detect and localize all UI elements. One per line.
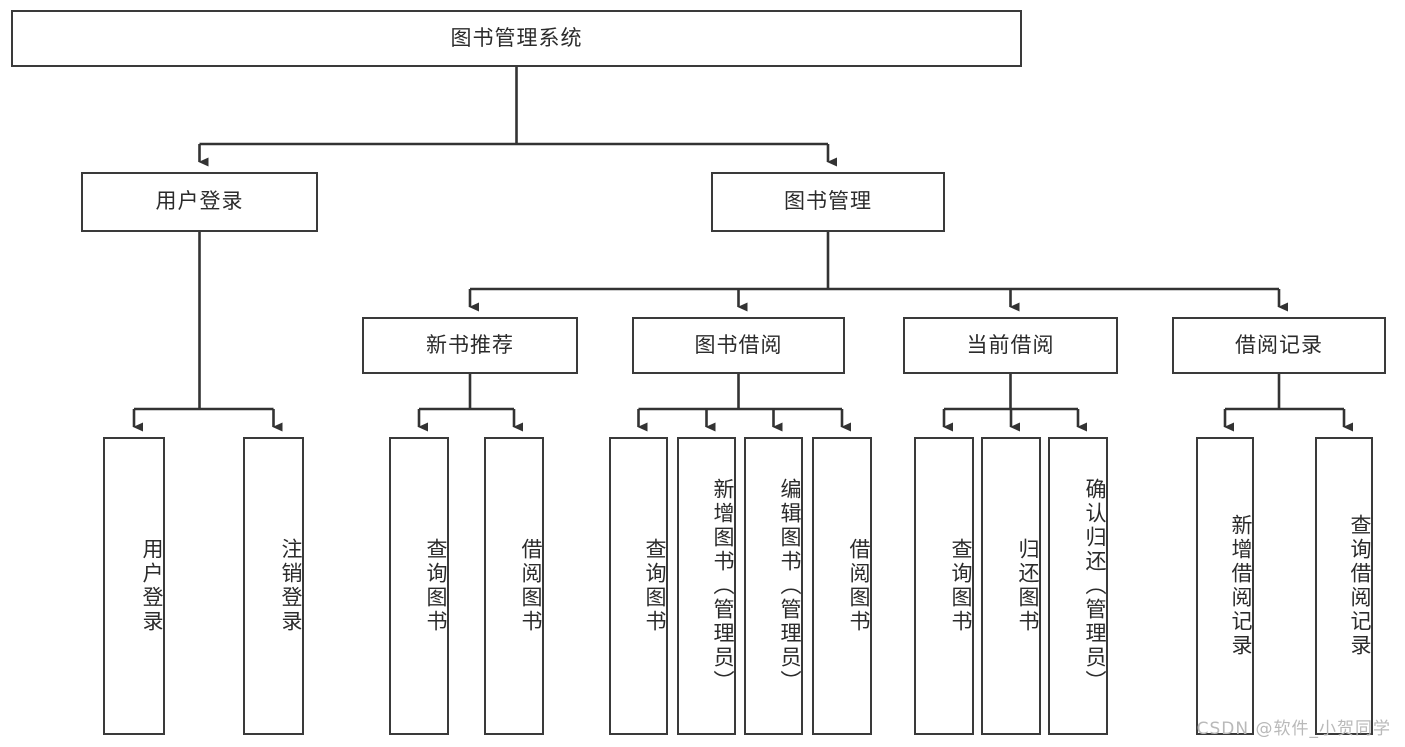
node-borrow-record[interactable]: 借阅记录 [1172,317,1386,374]
node-book-manage[interactable]: 图书管理 [711,172,945,232]
node-label: 注销登录 [279,538,303,634]
leaf-leaf-add-borrow-record[interactable]: 新增借阅记录 [1196,437,1254,735]
node-label: 借阅图书 [847,538,871,634]
node-user-login[interactable]: 用户登录 [81,172,318,232]
node-label: 新增借阅记录 [1229,514,1253,658]
node-current-borrow[interactable]: 当前借阅 [903,317,1118,374]
node-label: 查询借阅记录 [1348,514,1372,658]
leaf-leaf-query-borrow-record[interactable]: 查询借阅记录 [1315,437,1373,735]
node-label: 确认归还（管理员） [1083,478,1107,694]
watermark: CSDN @软件_小贺同学 [1196,719,1391,739]
node-label: 新增图书（管理员） [711,478,735,694]
node-label: 用户登录 [155,189,244,214]
node-label: 借阅图书 [519,538,543,634]
node-label: 查询图书 [643,538,667,634]
leaf-leaf-edit-book[interactable]: 编辑图书（管理员） [744,437,803,735]
node-label: 用户登录 [140,538,164,634]
leaf-leaf-borrow-book-2[interactable]: 借阅图书 [812,437,872,735]
node-book-borrow[interactable]: 图书借阅 [632,317,845,374]
node-label: 图书管理 [784,189,872,214]
node-label: 归还图书 [1016,538,1040,634]
leaf-leaf-confirm-return[interactable]: 确认归还（管理员） [1048,437,1108,735]
leaf-leaf-user-login[interactable]: 用户登录 [103,437,165,735]
node-root[interactable]: 图书管理系统 [11,10,1022,67]
node-label: 新书推荐 [426,332,514,357]
node-label: 当前借阅 [966,332,1055,357]
leaf-leaf-query-book-3[interactable]: 查询图书 [914,437,974,735]
leaf-leaf-query-book-2[interactable]: 查询图书 [609,437,668,735]
node-label: 查询图书 [949,538,973,634]
node-label: 编辑图书（管理员） [778,478,802,694]
node-label: 图书管理系统 [450,25,583,50]
node-label: 图书借阅 [694,332,783,357]
leaf-leaf-return-book[interactable]: 归还图书 [981,437,1041,735]
leaf-leaf-add-book[interactable]: 新增图书（管理员） [677,437,736,735]
leaf-leaf-user-logout[interactable]: 注销登录 [243,437,304,735]
node-label: 查询图书 [424,538,448,634]
leaf-leaf-query-book-1[interactable]: 查询图书 [389,437,449,735]
node-label: 借阅记录 [1235,332,1323,357]
leaf-leaf-borrow-book-1[interactable]: 借阅图书 [484,437,544,735]
node-new-book-recommend[interactable]: 新书推荐 [362,317,578,374]
